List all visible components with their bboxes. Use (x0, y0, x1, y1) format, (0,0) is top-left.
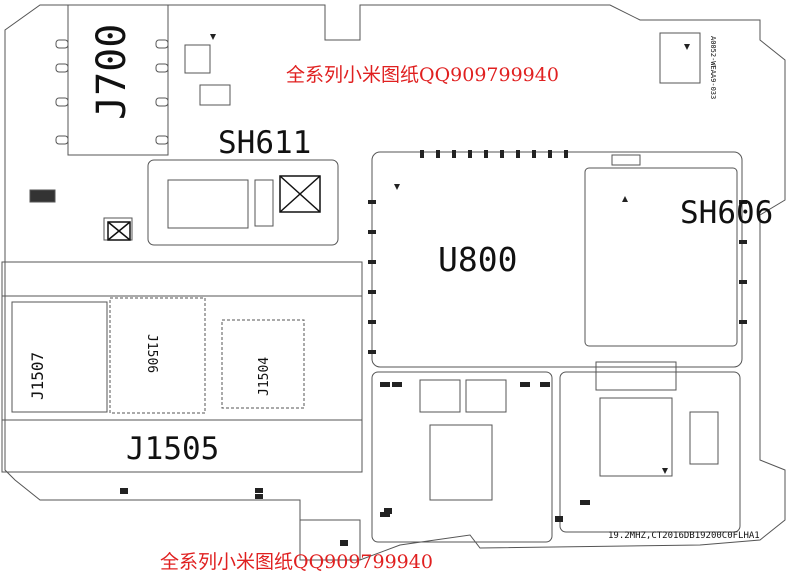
watermark-bottom: 全系列小米图纸QQ909799940 (160, 551, 433, 573)
watermark-top: 全系列小米图纸QQ909799940 (286, 64, 559, 86)
u800-shield (371, 151, 743, 368)
mid-chip (429, 424, 493, 501)
small-box-4 (689, 411, 719, 465)
j700-label: J700 (89, 23, 135, 120)
u800-label: U800 (438, 240, 518, 279)
lower-chip (599, 397, 673, 477)
j1505-label: J1505 (126, 431, 220, 467)
j1506-label: J1506 (144, 334, 159, 374)
j1506-outline (109, 297, 206, 414)
small-box-1 (419, 379, 461, 413)
j1504-outline (221, 319, 305, 409)
sh606-label: SH606 (680, 195, 774, 231)
small-box-2 (465, 379, 507, 413)
small-box-3 (595, 361, 677, 391)
j700-outline (67, 4, 169, 156)
sh606-inner (584, 167, 738, 347)
j1507-label: J1507 (28, 351, 47, 400)
lower-left-shield (371, 371, 553, 543)
j1504-label: J1504 (257, 356, 272, 396)
sh611-label: SH611 (218, 125, 312, 161)
corner-part (659, 32, 701, 84)
j1505-tray (1, 261, 363, 473)
j1507-outline (11, 301, 108, 413)
board-outline (4, 4, 786, 561)
sh611-shield (147, 159, 339, 246)
lower-right-shield (559, 371, 741, 533)
corner-part-label: A0052-WEAA9-033 (709, 36, 717, 100)
crystal-note: 19.2MHZ,CT2016DB19200C0FLHA1 (608, 531, 760, 541)
